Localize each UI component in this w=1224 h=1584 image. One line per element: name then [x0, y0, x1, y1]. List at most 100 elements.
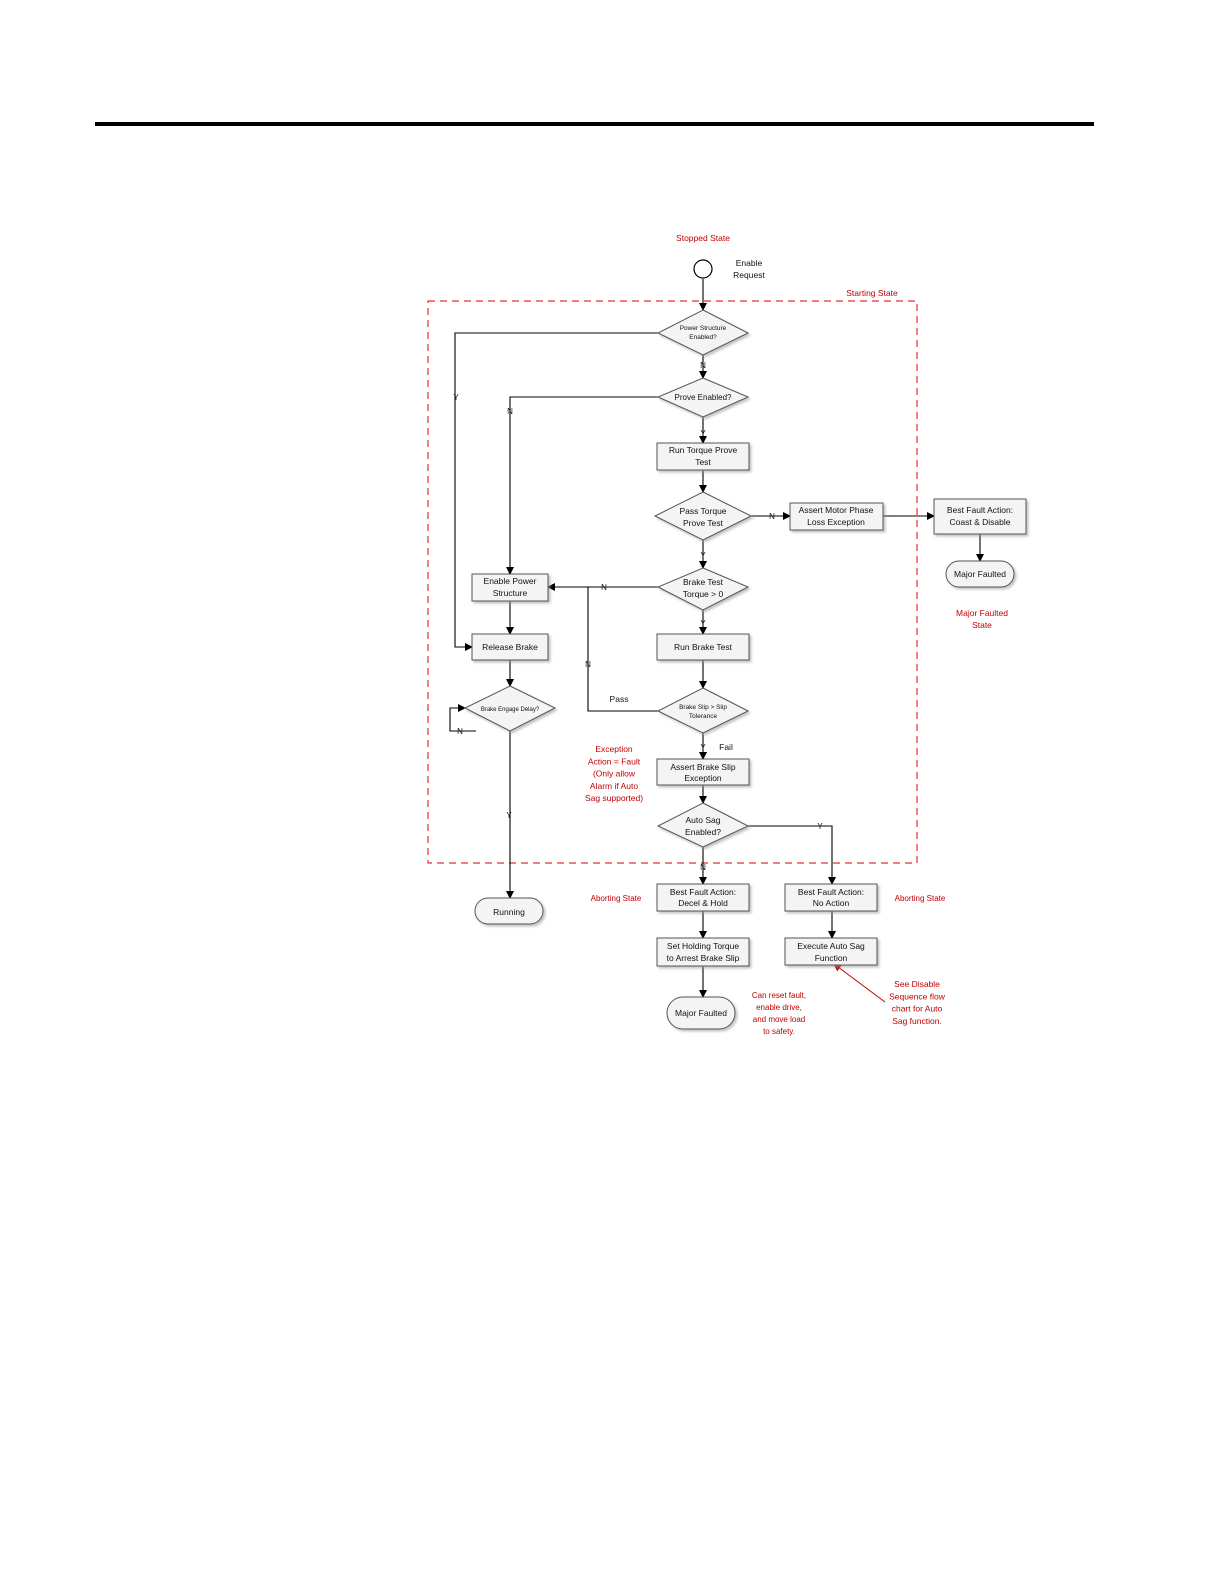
- decision-label: Enabled?: [685, 827, 721, 837]
- edge-label: N: [700, 863, 706, 872]
- edge-label: Pass: [610, 694, 629, 704]
- process-label: Set Holding Torque: [667, 941, 739, 951]
- process-enable-power: [471, 573, 549, 602]
- edge-label: N: [507, 407, 513, 416]
- edge-label: N: [769, 512, 775, 521]
- can-reset-note: to safety.: [763, 1027, 795, 1036]
- process-label: Release Brake: [482, 642, 538, 652]
- connectors: [449, 279, 984, 998]
- process-execute-auto-sag: [784, 937, 878, 966]
- process-run-torque-prove: [656, 442, 750, 471]
- decision-label: Brake Engage Delay?: [481, 707, 540, 713]
- exception-action-note: Action = Fault: [588, 756, 641, 766]
- process-label: Test: [695, 457, 711, 467]
- process-best-fault-decel: [656, 883, 750, 912]
- process-run-brake-test: [656, 633, 750, 661]
- decision-brake-engage: [463, 685, 557, 732]
- decision-shapes: [463, 309, 753, 848]
- terminal-shapes: [474, 560, 1015, 1030]
- exception-action-note: Exception: [595, 744, 633, 754]
- process-label: Assert Brake Slip: [670, 762, 735, 772]
- process-label: Best Fault Action:: [798, 887, 864, 897]
- decision-prove-enabled: [656, 377, 750, 418]
- enable-request-label: Enable: [736, 258, 763, 268]
- edge-label: Y: [700, 429, 706, 438]
- see-disable-note: Sequence flow: [889, 991, 946, 1001]
- see-disable-note: chart for Auto: [892, 1004, 943, 1014]
- exception-action-note: (Only allow: [593, 769, 636, 779]
- process-label: Coast & Disable: [950, 517, 1011, 527]
- decision-label: Tolerance: [689, 713, 718, 720]
- start-node: [693, 259, 713, 279]
- stopped-state-label: Stopped State: [676, 233, 730, 243]
- process-label: Execute Auto Sag: [797, 941, 865, 951]
- can-reset-note: Can reset fault,: [752, 991, 806, 1000]
- edge-label: Y: [817, 822, 823, 831]
- edge-label: N: [585, 660, 591, 669]
- decision-label: Prove Test: [683, 518, 724, 528]
- see-disable-note: See Disable: [894, 979, 940, 989]
- starting-state-label: Starting State: [846, 288, 898, 298]
- edge-label: Y: [700, 619, 706, 628]
- terminal-major-faulted-bottom: [666, 996, 736, 1030]
- aborting-state-label-left: Aborting State: [591, 894, 642, 903]
- aborting-state-label-right: Aborting State: [895, 894, 946, 903]
- process-best-fault-coast: [933, 498, 1027, 535]
- process-label: Function: [815, 953, 848, 963]
- starting-state-boundary: [427, 300, 918, 864]
- process-label: Best Fault Action:: [947, 505, 1013, 515]
- see-disable-note: Sag function.: [892, 1016, 942, 1026]
- decision-power-structure: [656, 309, 750, 356]
- edge-label: N: [601, 583, 607, 592]
- enable-request-label: Request: [733, 270, 765, 280]
- terminal-label: Running: [493, 907, 525, 917]
- decision-pass-torque: [653, 491, 753, 541]
- edge-label: Y: [506, 811, 512, 820]
- process-label: Run Brake Test: [674, 642, 733, 652]
- process-best-fault-no-action: [784, 883, 878, 912]
- major-faulted-state-label: Major Faulted: [956, 608, 1008, 618]
- major-faulted-state-label: State: [972, 620, 992, 630]
- decision-label: Power Structure: [680, 325, 727, 332]
- terminal-label: Major Faulted: [675, 1008, 727, 1018]
- exception-action-note: Alarm if Auto: [590, 781, 638, 791]
- process-label: Structure: [493, 588, 528, 598]
- decision-label: Auto Sag: [686, 815, 721, 825]
- decision-label: Pass Torque: [679, 506, 726, 516]
- decision-label: Torque > 0: [683, 589, 724, 599]
- can-reset-note: enable drive,: [756, 1003, 802, 1012]
- decision-label: Brake Test: [683, 577, 724, 587]
- terminal-label: Major Faulted: [954, 569, 1006, 579]
- edge-label: Y: [700, 551, 706, 560]
- header-rule: [95, 122, 1094, 126]
- process-shapes: [471, 442, 1027, 967]
- process-label: Best Fault Action:: [670, 887, 736, 897]
- terminal-running: [474, 897, 544, 925]
- process-label: to Arrest Brake Slip: [667, 953, 740, 963]
- process-label: Enable Power: [484, 576, 537, 586]
- decision-auto-sag: [656, 802, 750, 848]
- process-assert-brake-slip: [656, 758, 750, 786]
- decision-brake-slip: [656, 687, 750, 734]
- note-pointer: [833, 963, 886, 1003]
- terminal-major-faulted-right: [945, 560, 1015, 588]
- decision-brake-test-torque: [656, 567, 750, 611]
- process-label: Exception: [684, 773, 722, 783]
- decision-label: Prove Enabled?: [675, 393, 732, 402]
- process-label: Loss Exception: [807, 517, 865, 527]
- process-label: Decel & Hold: [678, 898, 728, 908]
- process-release-brake: [471, 633, 549, 661]
- can-reset-note: and move load: [753, 1015, 805, 1024]
- edge-label: Y: [700, 743, 706, 752]
- edge-label: N: [700, 361, 706, 370]
- process-assert-motor-phase: [789, 502, 884, 531]
- process-set-holding-torque: [656, 937, 750, 967]
- decision-label: Brake Slip > Slip: [679, 704, 727, 711]
- edge-label: Fail: [719, 742, 733, 752]
- exception-action-note: Sag supported): [585, 793, 643, 803]
- process-label: Run Torque Prove: [669, 445, 738, 455]
- decision-label: Enabled?: [689, 334, 717, 341]
- process-label: Assert Motor Phase: [799, 505, 874, 515]
